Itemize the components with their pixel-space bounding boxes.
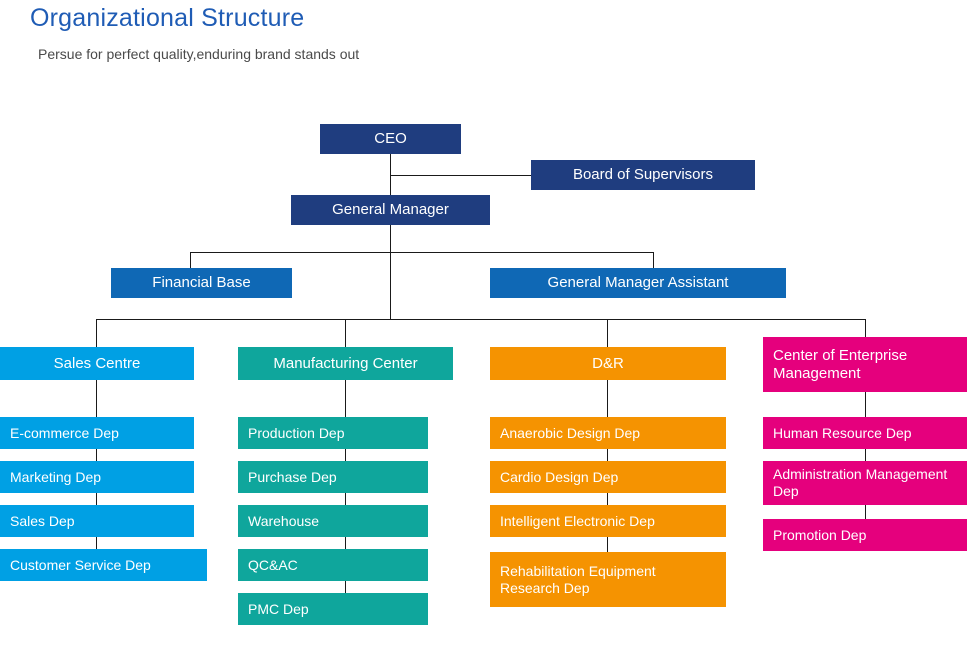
connector-mgmt-spine-0 [865,392,866,417]
node-pmc-dep-label: PMC Dep [248,600,309,617]
connector-to-financial-base [190,252,191,268]
node-general-manager-assistant[interactable]: General Manager Assistant [490,268,786,298]
node-e-commerce-dep[interactable]: E-commerce Dep [0,417,194,449]
node-ceo[interactable]: CEO [320,124,461,154]
node-human-resource-dep[interactable]: Human Resource Dep [763,417,967,449]
connector-mfg-spine-1 [345,449,346,464]
node-promotion-dep-label: Promotion Dep [773,526,867,543]
node-qc-ac-label: QC&AC [248,556,298,573]
node-marketing-dep[interactable]: Marketing Dep [0,461,194,493]
node-purchase-dep-label: Purchase Dep [248,468,337,485]
node-human-resource-dep-label: Human Resource Dep [773,424,912,441]
node-board-of-supervisors[interactable]: Board of Supervisors [531,160,755,190]
connector-dr-spine-2 [607,493,608,508]
connector-sales-spine-0 [96,380,97,417]
connector-dr-spine-1 [607,449,608,464]
node-customer-service-dep[interactable]: Customer Service Dep [0,549,207,581]
node-manufacturing-center-label: Manufacturing Center [273,354,418,372]
connector-mfg-spine-0 [345,380,346,417]
node-dr-label: D&R [592,354,624,372]
node-general-manager-assistant-label: General Manager Assistant [547,274,729,292]
connector-to-dr [607,319,608,347]
connector-sales-spine-3 [96,537,97,552]
node-center-of-enterprise-management-label: Center of Enterprise Management [773,346,908,382]
node-pmc-dep[interactable]: PMC Dep [238,593,428,625]
connector-mfg-spine-3 [345,537,346,552]
connector-mfg-spine-2 [345,493,346,508]
connector-ceo-to-board [390,175,532,176]
node-production-dep[interactable]: Production Dep [238,417,428,449]
connector-mgmt-spine-1 [865,449,866,464]
node-e-commerce-dep-label: E-commerce Dep [10,424,119,441]
node-general-manager-label: General Manager [332,201,449,219]
node-rehabilitation-equipment-research-dep[interactable]: Rehabilitation Equipment Research Dep [490,552,726,607]
node-financial-base-label: Financial Base [152,274,251,292]
node-rehabilitation-equipment-research-dep-label: Rehabilitation Equipment Research Dep [500,562,656,596]
node-board-of-supervisors-label: Board of Supervisors [572,166,714,184]
node-cardio-design-dep[interactable]: Cardio Design Dep [490,461,726,493]
connector-dr-spine-0 [607,380,608,417]
node-center-of-enterprise-management[interactable]: Center of Enterprise Management [763,337,967,392]
node-production-dep-label: Production Dep [248,424,345,441]
node-administration-management-dep[interactable]: Administration Management Dep [763,461,967,505]
page-title: Organizational Structure [30,4,305,32]
connector-to-sales-centre [96,319,97,347]
node-intelligent-electronic-dep[interactable]: Intelligent Electronic Dep [490,505,726,537]
node-sales-centre[interactable]: Sales Centre [0,347,194,380]
connector-sales-spine-2 [96,493,97,508]
node-sales-centre-label: Sales Centre [53,354,141,372]
node-ceo-label: CEO [374,130,407,148]
node-cardio-design-dep-label: Cardio Design Dep [500,468,619,485]
connector-tier2-bus [190,252,654,253]
node-dr[interactable]: D&R [490,347,726,380]
connector-to-management-center [865,319,866,337]
node-general-manager[interactable]: General Manager [291,195,490,225]
page-subtitle: Persue for perfect quality,enduring bran… [38,46,360,62]
node-warehouse-label: Warehouse [248,512,320,529]
connector-sales-spine-1 [96,449,97,464]
node-manufacturing-center[interactable]: Manufacturing Center [238,347,453,380]
node-intelligent-electronic-dep-label: Intelligent Electronic Dep [500,512,655,529]
node-purchase-dep[interactable]: Purchase Dep [238,461,428,493]
node-anaerobic-design-dep[interactable]: Anaerobic Design Dep [490,417,726,449]
connector-mgmt-spine-2 [865,505,866,520]
connector-tier3-bus [96,319,865,320]
node-financial-base[interactable]: Financial Base [111,268,292,298]
node-sales-dep[interactable]: Sales Dep [0,505,194,537]
node-qc-ac[interactable]: QC&AC [238,549,428,581]
connector-to-manufacturing-center [345,319,346,347]
connector-ceo-stem [390,154,391,176]
node-warehouse[interactable]: Warehouse [238,505,428,537]
node-sales-dep-label: Sales Dep [10,512,75,529]
node-marketing-dep-label: Marketing Dep [10,468,102,485]
connector-to-gm-assistant [653,252,654,268]
node-promotion-dep[interactable]: Promotion Dep [763,519,967,551]
node-anaerobic-design-dep-label: Anaerobic Design Dep [500,424,641,441]
connector-gm-stem [390,225,391,320]
connector-mfg-spine-4 [345,581,346,596]
node-customer-service-dep-label: Customer Service Dep [10,556,151,573]
node-administration-management-dep-label: Administration Management Dep [773,466,948,499]
connector-ceo-to-gm [390,175,391,195]
connector-dr-spine-3 [607,537,608,552]
